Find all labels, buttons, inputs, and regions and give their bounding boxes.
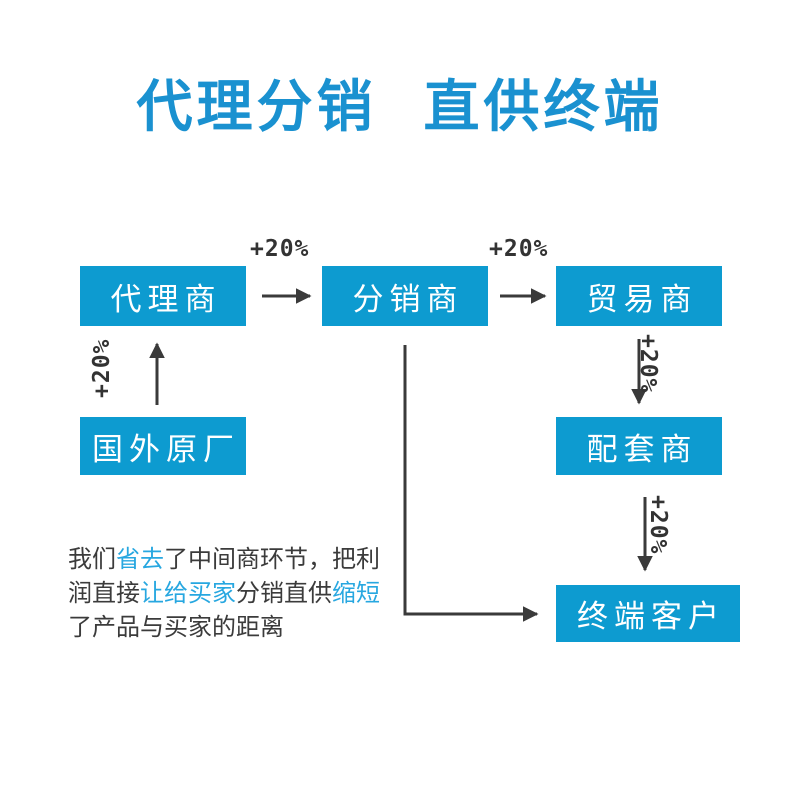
blurb-line3-b: 了产品与买家的 — [68, 613, 236, 642]
blurb-line2-a: 把利润直接 — [68, 545, 380, 608]
markup-factory-to-agent: +20% — [89, 338, 115, 398]
node-agent[interactable]: 代理商 — [80, 266, 246, 326]
node-end-customer[interactable]: 终端客户 — [556, 585, 740, 642]
markup-agent-to-distributor: +20% — [250, 236, 310, 262]
markup-trader-to-supplier: +20% — [635, 334, 661, 394]
blurb-line1-highlight: 省去 — [116, 545, 164, 573]
blurb-line2-b: 分销 — [236, 579, 284, 608]
node-distributor[interactable]: 分销商 — [322, 266, 488, 326]
page-title: 代理分销 直供终端 — [136, 75, 664, 140]
value-proposition-text: 我们省去了中间商环节，把利润直接让给买家分销直供缩短了产品与买家的距离 — [68, 542, 398, 644]
blurb-line3-highlight: 缩短 — [332, 579, 380, 608]
arrow-distributor-to-enduser — [403, 345, 539, 622]
markup-distributor-to-trader: +20% — [489, 236, 549, 262]
blurb-line2-highlight: 让给买家 — [140, 579, 236, 608]
node-trader[interactable]: 贸易商 — [556, 266, 722, 326]
markup-supplier-to-enduser: +20% — [645, 495, 671, 555]
node-foreign-factory[interactable]: 国外原厂 — [80, 417, 246, 475]
blurb-line1-b: 了中间商环节， — [164, 545, 332, 573]
blurb-line1-a: 我们 — [68, 545, 116, 573]
node-supporting-supplier[interactable]: 配套商 — [556, 417, 722, 475]
blurb-line4: 距离 — [236, 613, 284, 642]
blurb-line3-a: 直供 — [284, 579, 332, 608]
